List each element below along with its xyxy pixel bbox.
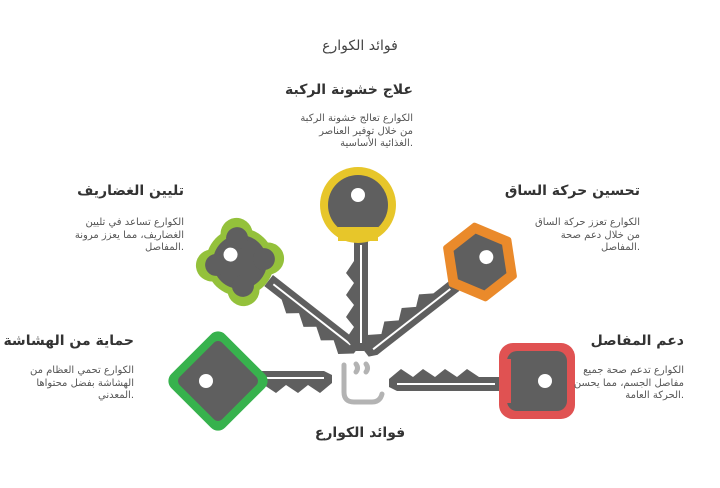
green-key-icon [168,331,332,431]
benefit-description: الكوارع تساعد في تليين الغضاريف، مما يعز… [74,217,184,253]
benefit-knee: علاج خشونة الركبة الكوارع تعالج خشونة ال… [285,82,413,151]
benefit-joints: دعم المفاصل الكوارع تدعم صحة جميع مفاصل … [574,333,684,403]
benefit-description: الكوارع تعزز حركة الساق من خلال دعم صحة … [535,217,640,253]
red-key-icon [389,343,575,419]
benefit-leg-mobility: تحسين حركة الساق الكوارع تعزز حركة الساق… [505,183,640,255]
benefit-cartilage: تليين الغضاريف الكوارع تساعد في تليين ال… [75,183,184,255]
benefit-heading: علاج خشونة الركبة [284,82,413,98]
center-label: فوائد الكوارع [314,425,406,441]
benefit-description: الكوارع تحمي العظام من الهشاشة بفضل محتو… [29,365,134,401]
benefit-heading: تليين الغضاريف [77,183,184,199]
benefit-description: الكوارع تدعم صحة جميع مفاصل الجسم، مما ي… [573,365,684,401]
benefit-osteoporosis: حماية من الهشاشة الكوارع تحمي العظام من … [3,333,134,403]
diagram-title: فوائد الكوارع [322,38,398,54]
lime-key-icon [195,217,362,362]
benefit-description: الكوارع تعالج خشونة الركبة من خلال توفير… [300,113,413,149]
soup-bowl-icon [341,361,385,405]
yellow-key-icon [320,167,396,351]
benefit-heading: حماية من الهشاشة [3,333,134,349]
orange-key-icon [357,222,517,360]
benefit-heading: دعم المفاصل [590,333,684,349]
benefit-heading: تحسين حركة الساق [504,183,640,199]
